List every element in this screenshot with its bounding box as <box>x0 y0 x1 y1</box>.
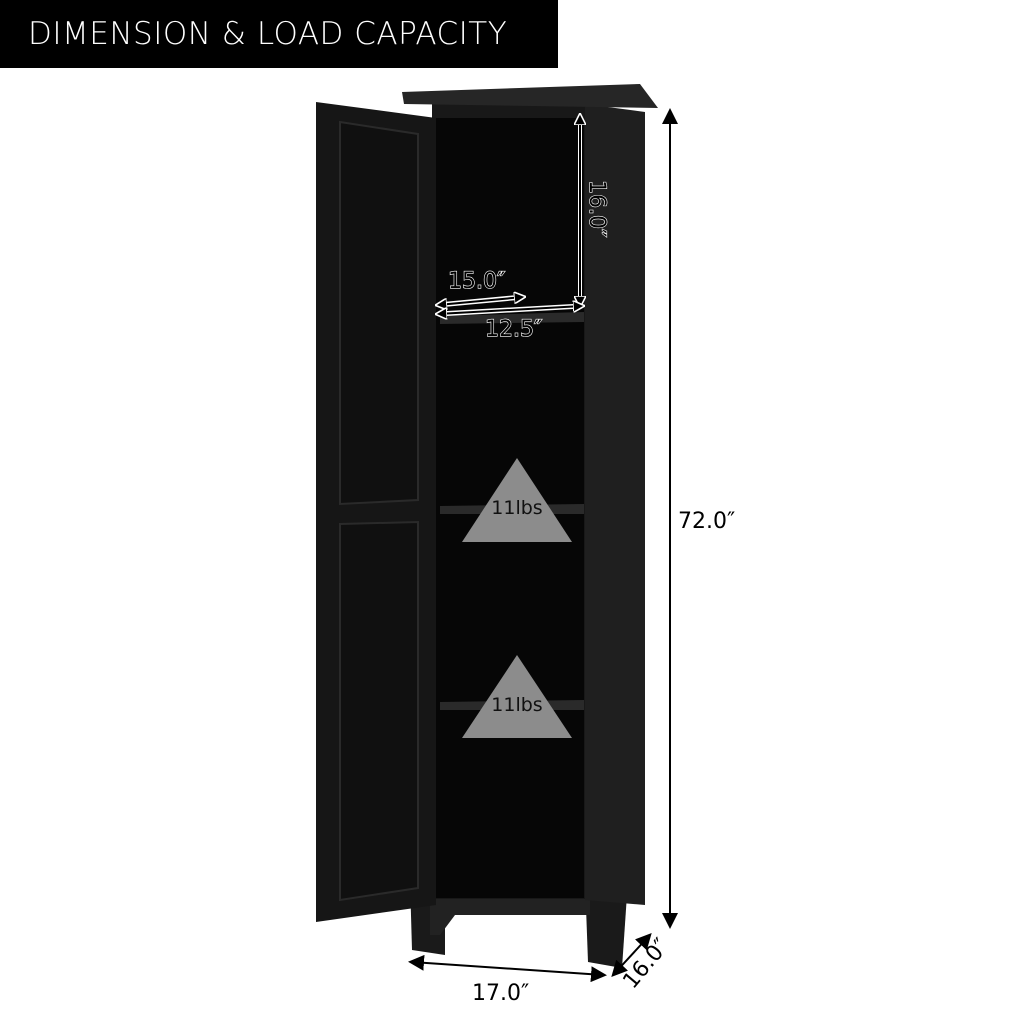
cabinet-side <box>585 104 645 905</box>
load-label-2: 11lbs <box>491 694 542 716</box>
interior-width-label: 12.5″ <box>485 317 542 342</box>
width-arrow <box>408 954 607 983</box>
cabinet-top <box>402 84 658 108</box>
interior-height-label: 16.0″ <box>584 180 609 237</box>
apron <box>430 895 590 935</box>
title-banner: DIMENSION & LOAD CAPACITY <box>0 0 558 68</box>
width-label: 17.0″ <box>472 981 529 1006</box>
load-triangle-1 <box>462 458 572 542</box>
door-panel-upper <box>339 120 419 506</box>
depth-arrow <box>611 933 652 977</box>
load-triangle-2 <box>462 655 572 738</box>
interior-width-arrow-line <box>438 306 582 314</box>
load-label-1: 11lbs <box>491 497 542 519</box>
height-label: 72.0″ <box>678 509 735 534</box>
banner-title: DIMENSION & LOAD CAPACITY <box>28 16 508 52</box>
depth-label: 16.0″ <box>618 934 674 994</box>
interior-depth-label: 15.0″ <box>448 269 505 294</box>
door-panel-lower <box>339 520 419 902</box>
